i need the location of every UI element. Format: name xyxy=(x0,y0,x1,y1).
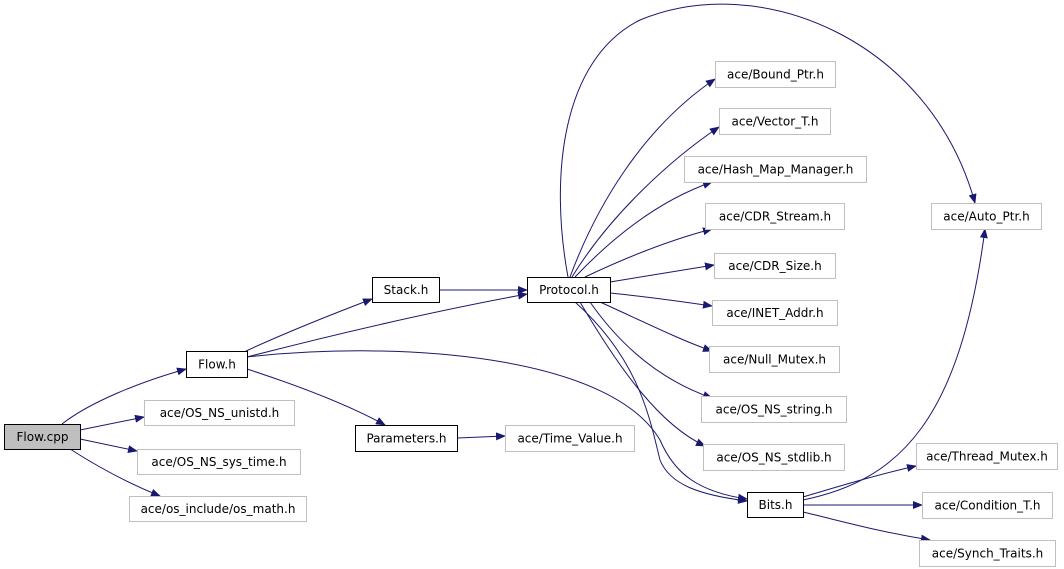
node-stack-h[interactable]: Stack.h xyxy=(372,277,440,303)
edge-protocol_h-to-vector_t xyxy=(571,126,720,278)
node-box xyxy=(919,540,1056,567)
node-box xyxy=(129,496,307,522)
node-hash-map-manager: ace/Hash_Map_Manager.h xyxy=(684,156,867,183)
node-label: ace/CDR_Stream.h xyxy=(719,210,831,224)
edge-protocol_h-to-hash_map_manager xyxy=(574,181,713,278)
node-label: ace/Synch_Traits.h xyxy=(932,547,1043,561)
node-box xyxy=(684,156,867,183)
node-box xyxy=(527,277,611,303)
node-os-ns-string: ace/OS_NS_string.h xyxy=(701,396,847,423)
node-label: ace/Thread_Mutex.h xyxy=(926,450,1048,464)
node-label: ace/OS_NS_unistd.h xyxy=(160,406,280,420)
node-label: ace/CDR_Size.h xyxy=(728,259,821,273)
edge-protocol_h-to-cdr_size xyxy=(609,262,715,283)
node-box xyxy=(186,351,248,378)
node-box xyxy=(703,444,845,471)
node-label: Stack.h xyxy=(384,283,429,297)
node-label: ace/Null_Mutex.h xyxy=(723,353,826,367)
node-label: ace/Time_Value.h xyxy=(517,432,622,446)
edge-flow_cpp-to-os_math xyxy=(69,448,161,497)
edge-flow_h-to-stack_h xyxy=(245,298,373,352)
node-inet-addr: ace/INET_Addr.h xyxy=(712,300,838,326)
node-box xyxy=(922,492,1053,519)
node-box xyxy=(931,203,1042,230)
node-label: ace/INET_Addr.h xyxy=(726,306,823,320)
node-label: ace/Hash_Map_Manager.h xyxy=(698,163,854,177)
node-os-ns-unistd: ace/OS_NS_unistd.h xyxy=(144,400,295,426)
node-box xyxy=(712,300,838,326)
node-label: Bits.h xyxy=(759,498,793,512)
edge-protocol_h-to-bound_ptr xyxy=(569,78,716,278)
node-os-ns-sys-time: ace/OS_NS_sys_time.h xyxy=(137,449,301,475)
node-synch-traits: ace/Synch_Traits.h xyxy=(919,540,1056,567)
edge-protocol_h-to-cdr_stream xyxy=(584,227,713,278)
node-label: ace/OS_NS_sys_time.h xyxy=(151,455,286,469)
node-box xyxy=(714,253,836,279)
node-box xyxy=(137,449,301,475)
node-os-math: ace/os_include/os_math.h xyxy=(129,496,307,522)
edge-bits_h-to-thread_mutex xyxy=(802,464,917,498)
node-flow-h[interactable]: Flow.h xyxy=(186,351,248,378)
node-box xyxy=(372,277,440,303)
edge-bits_h-to-auto_ptr xyxy=(802,228,988,501)
node-box xyxy=(355,425,458,452)
node-label: Flow.cpp xyxy=(17,430,69,444)
node-label: Flow.h xyxy=(198,358,236,372)
edge-protocol_h-to-inet_addr xyxy=(609,292,713,309)
node-thread-mutex: ace/Thread_Mutex.h xyxy=(916,443,1058,470)
node-auto-ptr: ace/Auto_Ptr.h xyxy=(931,203,1042,230)
node-cdr-stream: ace/CDR_Stream.h xyxy=(705,203,845,230)
node-condition-t: ace/Condition_T.h xyxy=(922,492,1053,519)
node-box xyxy=(705,203,845,230)
edge-flow_cpp-to-os_ns_sys_time xyxy=(79,438,138,454)
node-box xyxy=(709,346,840,373)
node-box xyxy=(747,492,804,518)
edge-protocol_h-to-os_ns_stdlib xyxy=(579,301,706,447)
node-box xyxy=(715,61,836,88)
node-parameters-h[interactable]: Parameters.h xyxy=(355,425,458,452)
edge-flow_h-to-parameters_h xyxy=(246,368,386,426)
node-box xyxy=(144,400,295,426)
edge-protocol_h-to-null_mutex xyxy=(599,301,713,352)
node-label: Parameters.h xyxy=(366,432,446,446)
node-box xyxy=(4,424,81,450)
node-cdr-size: ace/CDR_Size.h xyxy=(714,253,836,279)
nodes-layer: Flow.cpp Flow.h ace/OS_NS_unistd.h ace/OS_N… xyxy=(4,61,1058,567)
edge-protocol_h-to-bits_h xyxy=(574,301,748,504)
node-label: ace/Bound_Ptr.h xyxy=(727,68,824,82)
edge-parameters_h-to-time_value xyxy=(456,432,506,441)
node-box xyxy=(701,396,847,423)
node-label: ace/Auto_Ptr.h xyxy=(943,210,1029,224)
node-label: ace/Vector_T.h xyxy=(732,115,819,129)
node-label: ace/OS_NS_string.h xyxy=(716,403,833,417)
edge-flow_h-to-bits_h xyxy=(246,350,748,502)
node-label: Protocol.h xyxy=(539,283,599,297)
edge-protocol_h-to-os_ns_string xyxy=(589,301,713,399)
node-bits-h[interactable]: Bits.h xyxy=(747,492,804,518)
edge-bits_h-to-synch_traits xyxy=(802,511,931,543)
node-box xyxy=(916,443,1058,470)
node-os-ns-stdlib: ace/OS_NS_stdlib.h xyxy=(703,444,845,471)
node-label: ace/os_include/os_math.h xyxy=(141,502,296,516)
node-box xyxy=(719,108,831,135)
edge-flow_cpp-to-os_ns_unistd xyxy=(79,414,145,431)
node-label: ace/OS_NS_stdlib.h xyxy=(716,451,831,465)
node-null-mutex: ace/Null_Mutex.h xyxy=(709,346,840,373)
node-bound-ptr: ace/Bound_Ptr.h xyxy=(715,61,836,88)
node-flow-cpp[interactable]: Flow.cpp xyxy=(4,424,81,450)
edge-flow_h-to-protocol_h xyxy=(246,291,528,358)
node-time-value: ace/Time_Value.h xyxy=(505,425,635,452)
node-vector-t: ace/Vector_T.h xyxy=(719,108,831,135)
node-protocol-h[interactable]: Protocol.h xyxy=(527,277,611,303)
edge-protocol_h-to-auto_ptr xyxy=(559,3,977,278)
edge-flow_cpp-to-flow_h xyxy=(61,367,187,425)
node-label: ace/Condition_T.h xyxy=(935,499,1041,513)
node-box xyxy=(505,425,635,452)
edges-layer xyxy=(61,3,988,543)
